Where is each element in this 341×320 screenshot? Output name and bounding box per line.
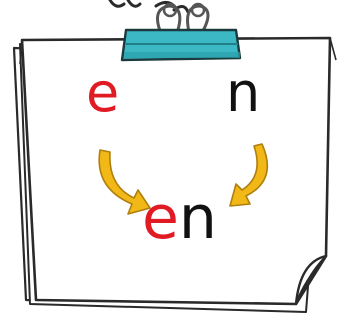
curved-arrow-down-left-icon [229, 143, 269, 207]
paper-sheet [19, 36, 337, 306]
curved-arrow-down-right-icon [98, 149, 151, 215]
letter-e: e [86, 61, 120, 124]
binder-clip-icon [120, 2, 242, 62]
result-consonant: n [178, 183, 217, 253]
letter-n: n [226, 61, 261, 124]
result-vowel: e [142, 183, 179, 253]
result-word-en: en [142, 188, 217, 248]
